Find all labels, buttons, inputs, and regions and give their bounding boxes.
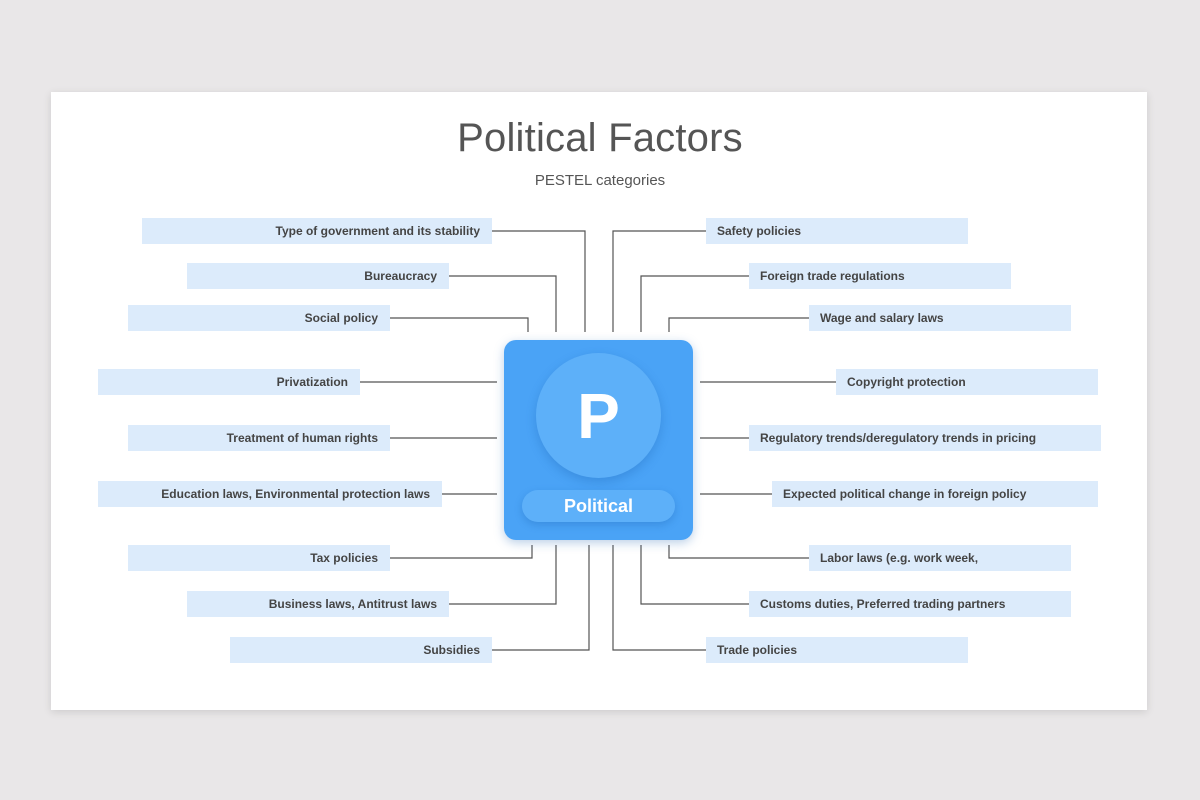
connector-left-7 [449, 545, 557, 605]
connector-right-6 [668, 545, 809, 559]
connector-left-8 [492, 545, 590, 651]
factor-label-left-4: Treatment of human rights [128, 425, 390, 451]
factor-label-left-1: Bureaucracy [187, 263, 449, 289]
factor-label-left-8: Subsidies [230, 637, 492, 663]
connector-left-0 [492, 230, 586, 332]
factor-label-left-6: Tax policies [128, 545, 390, 571]
factor-label-right-2: Wage and salary laws [809, 305, 1071, 331]
connector-right-1 [640, 275, 749, 332]
factor-label-left-5: Education laws, Environmental protection… [98, 481, 442, 507]
connector-left-1 [449, 275, 557, 332]
political-card: P Political [504, 340, 693, 540]
letter-badge: P [536, 353, 661, 478]
factor-label-right-4: Regulatory trends/deregulatory trends in… [749, 425, 1101, 451]
letter-badge-text: P [577, 379, 620, 452]
factor-label-right-7: Customs duties, Preferred trading partne… [749, 591, 1071, 617]
page-title: Political Factors [457, 116, 743, 160]
connector-left-2 [390, 317, 529, 332]
connector-right-2 [668, 317, 809, 332]
factor-label-left-3: Privatization [98, 369, 360, 395]
factor-label-right-3: Copyright protection [836, 369, 1098, 395]
factor-label-right-1: Foreign trade regulations [749, 263, 1011, 289]
page-subtitle: PESTEL categories [534, 172, 666, 189]
factor-label-right-6: Labor laws (e.g. work week, [809, 545, 1071, 571]
factor-label-left-2: Social policy [128, 305, 390, 331]
factor-label-right-0: Safety policies [706, 218, 968, 244]
connector-right-0 [612, 230, 706, 332]
factor-label-left-7: Business laws, Antitrust laws [187, 591, 449, 617]
factor-label-left-0: Type of government and its stability [142, 218, 492, 244]
connector-left-6 [390, 545, 533, 559]
category-pill: Political [522, 490, 675, 522]
connector-right-8 [612, 545, 706, 651]
connector-right-7 [640, 545, 749, 605]
factor-label-right-5: Expected political change in foreign pol… [772, 481, 1098, 507]
factor-label-right-8: Trade policies [706, 637, 968, 663]
